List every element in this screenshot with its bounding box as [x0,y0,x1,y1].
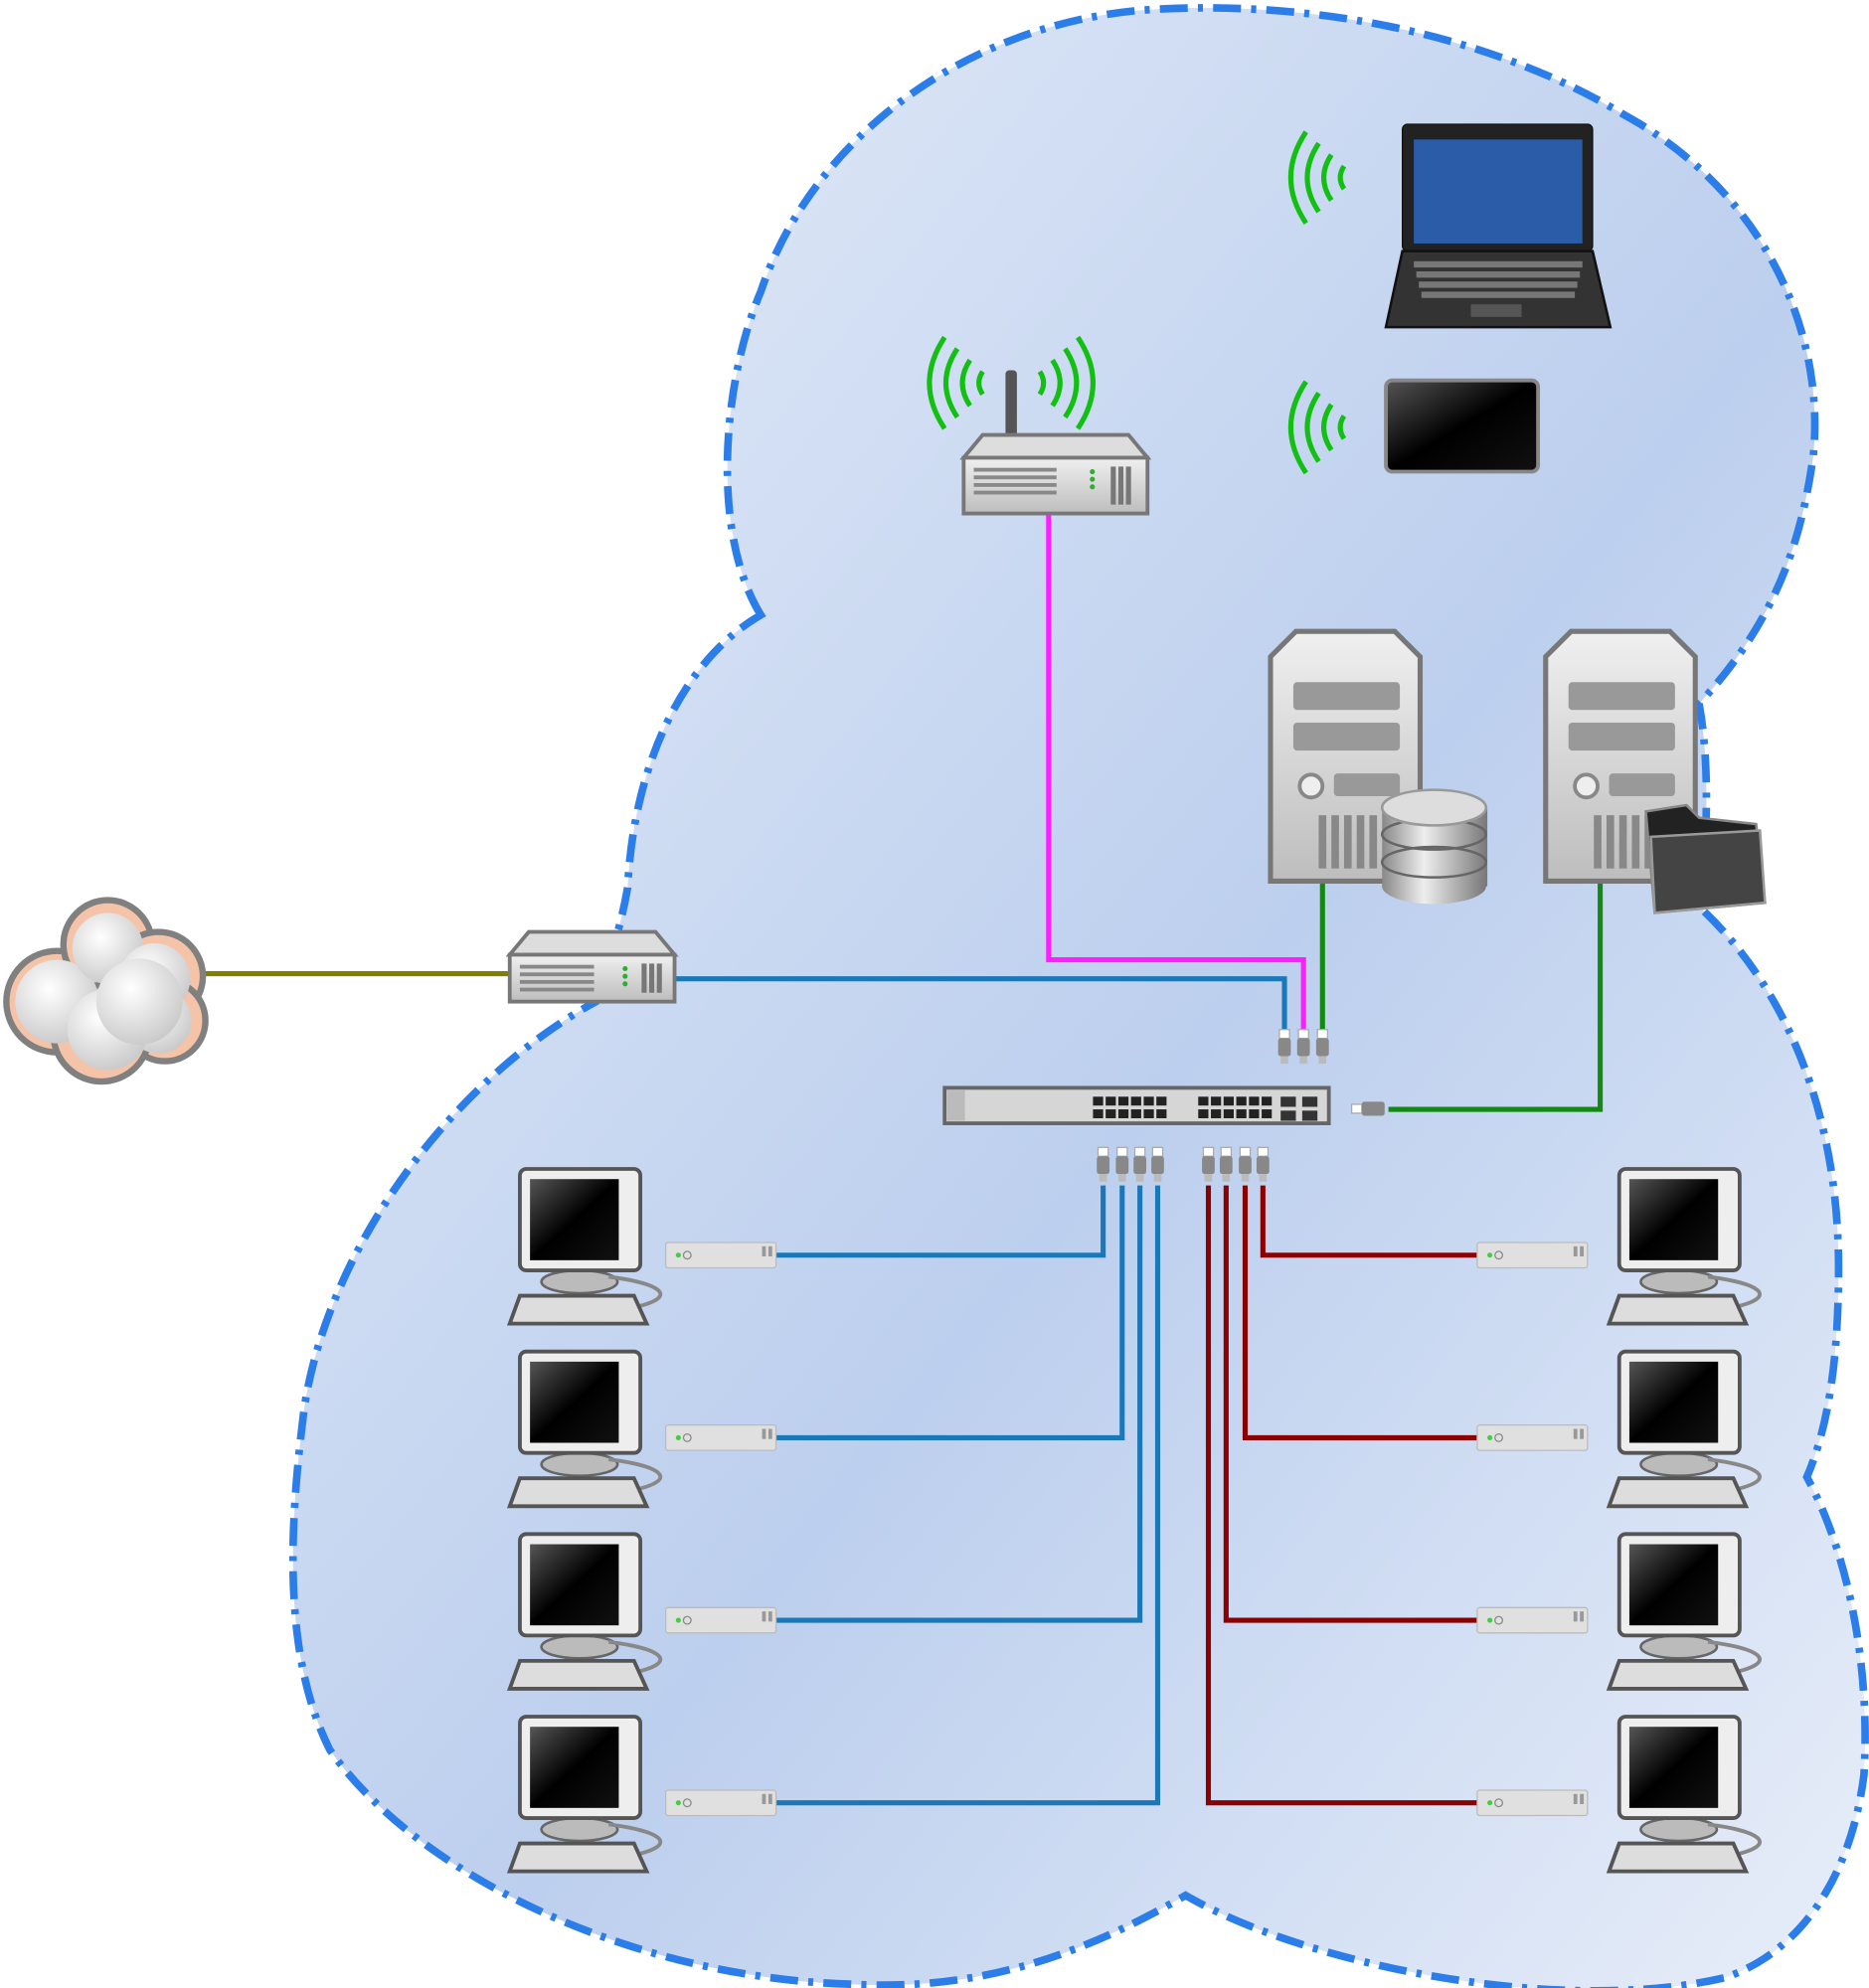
tablet-icon [1384,378,1541,474]
rj45-plug-icon [1239,1146,1252,1182]
desktop-computer-icon [1606,1349,1763,1509]
workstation-link-left-1 [775,1185,1106,1258]
network-switch-icon [942,1085,1331,1126]
rj45-plug-icon [1219,1146,1233,1182]
rj45-plug-icon [1133,1146,1146,1182]
internet-cloud-icon [3,897,209,1085]
antenna-icon [1005,370,1017,436]
rj45-plug-icon [1202,1146,1215,1182]
workstation-link-left-3 [775,1185,1143,1623]
workstation-link-right-1 [1260,1185,1477,1258]
lan-boundary [288,4,1869,1988]
gateway-switch-link [674,976,1287,1034]
network-card-icon [1476,1242,1589,1269]
workstation-link-left-2 [775,1185,1125,1440]
desktop-computer-icon [506,1715,663,1874]
network-card-icon [664,1789,777,1817]
desktop-computer-icon [1606,1167,1763,1326]
wifi-signal-icon [1037,335,1096,430]
network-card-icon [664,1606,777,1634]
workstation-link-right-4 [1205,1185,1477,1806]
wifi-signal-icon [1287,380,1347,475]
rj45-plug-icon [1277,1029,1291,1065]
workstation-link-right-2 [1242,1185,1477,1440]
wifi-signal-icon [927,335,985,430]
rj45-plug-icon [1097,1146,1110,1182]
desktop-computer-icon [506,1167,663,1326]
network-card-icon [664,1424,777,1451]
desktop-computer-icon [1606,1715,1763,1874]
file-server-link [1388,881,1604,1112]
folder-icon [1644,803,1767,914]
rj45-plug-icon [1315,1029,1329,1065]
workstation-link-left-4 [775,1185,1161,1806]
rj45-plug-icon [1296,1029,1310,1065]
wifi-signal-icon [1287,130,1347,225]
router-icon [505,929,679,1004]
rj45-plug-icon [1256,1146,1270,1182]
rj45-plug-icon [1350,1101,1385,1116]
rj45-plug-icon [1151,1146,1164,1182]
laptop-icon [1384,123,1613,329]
wireless-ap-switch-link [1046,513,1306,1034]
database-server-icon [1268,628,1424,885]
desktop-computer-icon [506,1349,663,1509]
wireless-router-icon [959,432,1152,516]
desktop-computer-icon [1606,1532,1763,1691]
database-icon [1380,788,1488,905]
rj45-plug-icon [1115,1146,1129,1182]
network-card-icon [664,1242,777,1269]
desktop-computer-icon [506,1532,663,1691]
network-card-icon [1476,1789,1589,1817]
network-card-icon [1476,1606,1589,1634]
workstation-link-right-3 [1223,1185,1477,1623]
network-card-icon [1476,1424,1589,1451]
